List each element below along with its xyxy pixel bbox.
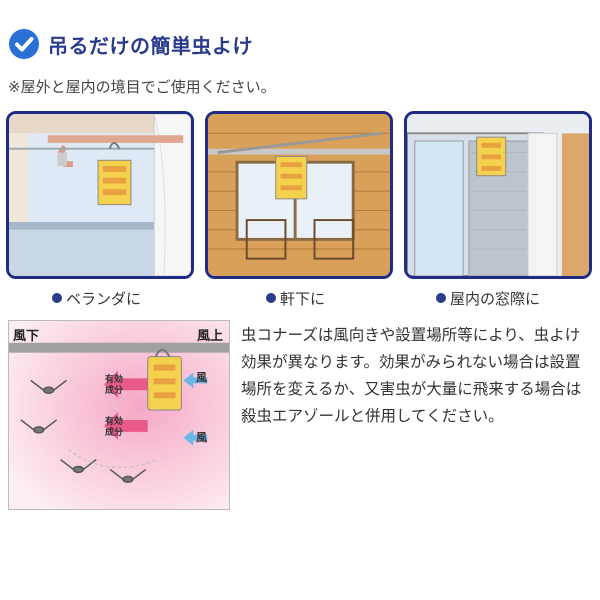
upwind-label: 風上 — [196, 329, 223, 344]
effect-label-2: 有効成分 — [105, 417, 124, 438]
usage-note: ※屋外と屋内の境目でご使用ください。 — [8, 78, 276, 96]
effect-label-1: 有効成分 — [105, 375, 124, 396]
downwind-label: 風下 — [13, 329, 40, 344]
wind-label-2: 風 — [196, 431, 207, 444]
usage-description: 虫コナーズは風向きや設置場所等により、虫よけ効果が異なります。効果がみられない場… — [241, 326, 582, 425]
eaves-illustration — [205, 111, 393, 279]
caption-window: 屋内の窓際に — [436, 288, 540, 309]
caption-balcony: ベランダに — [52, 288, 141, 309]
balcony-illustration — [6, 111, 194, 279]
wind-label-1: 風 — [196, 371, 207, 384]
wind-direction-diagram: 風下 風上 有効成分 有効成分 風 風 — [8, 320, 230, 510]
check-circle-icon — [9, 29, 39, 59]
window-illustration — [404, 111, 592, 279]
section-header: 吊るだけの簡単虫よけ — [8, 26, 253, 62]
caption-eaves: 軒下に — [266, 288, 325, 309]
section-title: 吊るだけの簡単虫よけ — [48, 33, 253, 58]
